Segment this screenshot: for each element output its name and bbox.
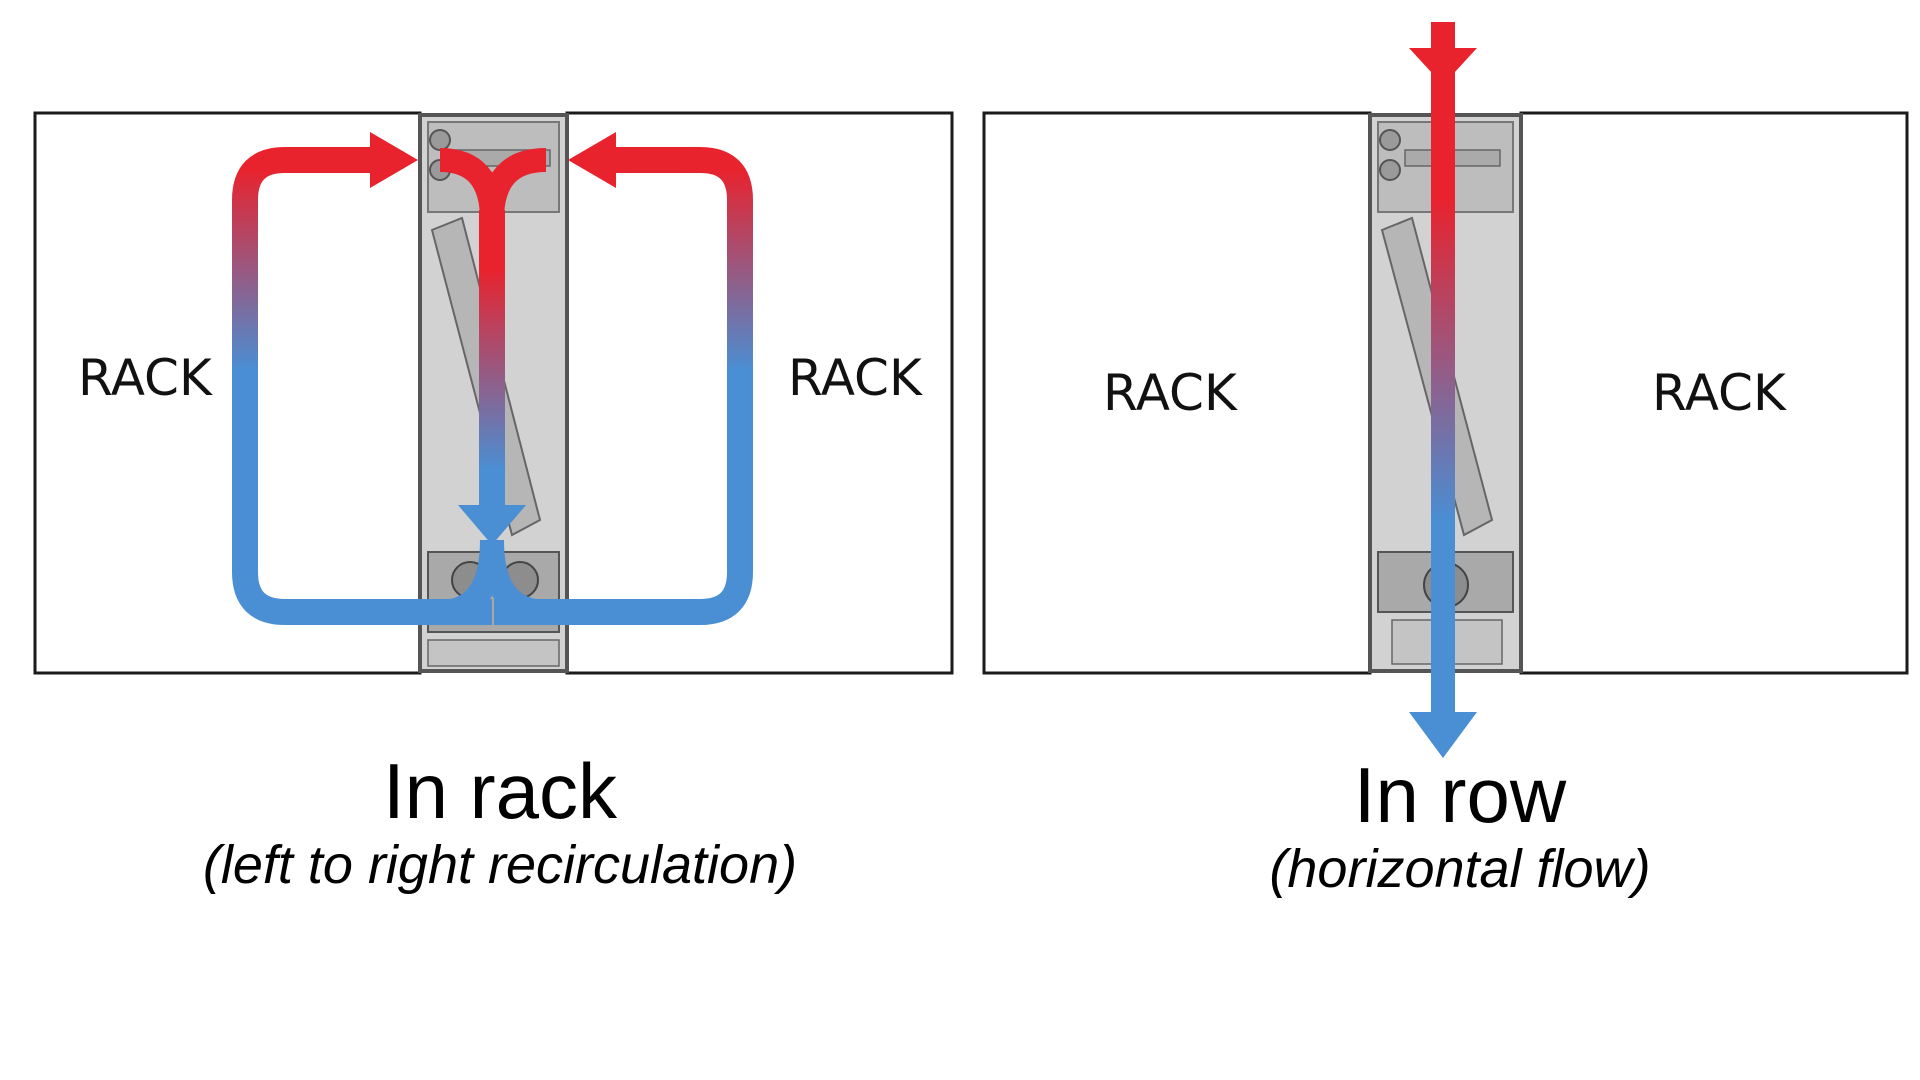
in-row-title: In row bbox=[1353, 751, 1567, 839]
left-rack-box-2 bbox=[982, 111, 1372, 675]
in-row-panel: RACK RACK bbox=[982, 22, 1909, 758]
flow-top-arrowhead bbox=[1409, 48, 1477, 85]
central-split-bottom bbox=[439, 539, 547, 624]
left-loop-arrowhead bbox=[370, 132, 418, 188]
right-recirculation-loop bbox=[494, 147, 753, 625]
left-rack-box bbox=[33, 111, 422, 675]
right-rack-label-2: RACK bbox=[1652, 364, 1787, 422]
in-row-caption: In row (horizontal flow) bbox=[1110, 752, 1810, 900]
in-rack-panel: RACK RACK bbox=[33, 111, 954, 675]
central-intake-branches bbox=[439, 148, 547, 221]
central-down-arrowhead bbox=[458, 505, 526, 545]
right-rack-label: RACK bbox=[788, 349, 923, 407]
in-rack-caption: In rack (left to right recirculation) bbox=[150, 748, 850, 896]
in-rack-subtitle: (left to right recirculation) bbox=[202, 835, 798, 895]
in-row-subtitle: (horizontal flow) bbox=[1269, 839, 1651, 899]
right-loop-arrowhead bbox=[568, 132, 616, 188]
left-recirculation-loop bbox=[232, 147, 492, 625]
flow-bottom-arrowhead bbox=[1409, 712, 1477, 758]
left-rack-label-2: RACK bbox=[1103, 364, 1238, 422]
right-rack-box bbox=[565, 111, 954, 675]
in-rack-title: In rack bbox=[382, 747, 618, 835]
left-rack-label: RACK bbox=[78, 349, 213, 407]
right-rack-box-2 bbox=[1519, 111, 1909, 675]
